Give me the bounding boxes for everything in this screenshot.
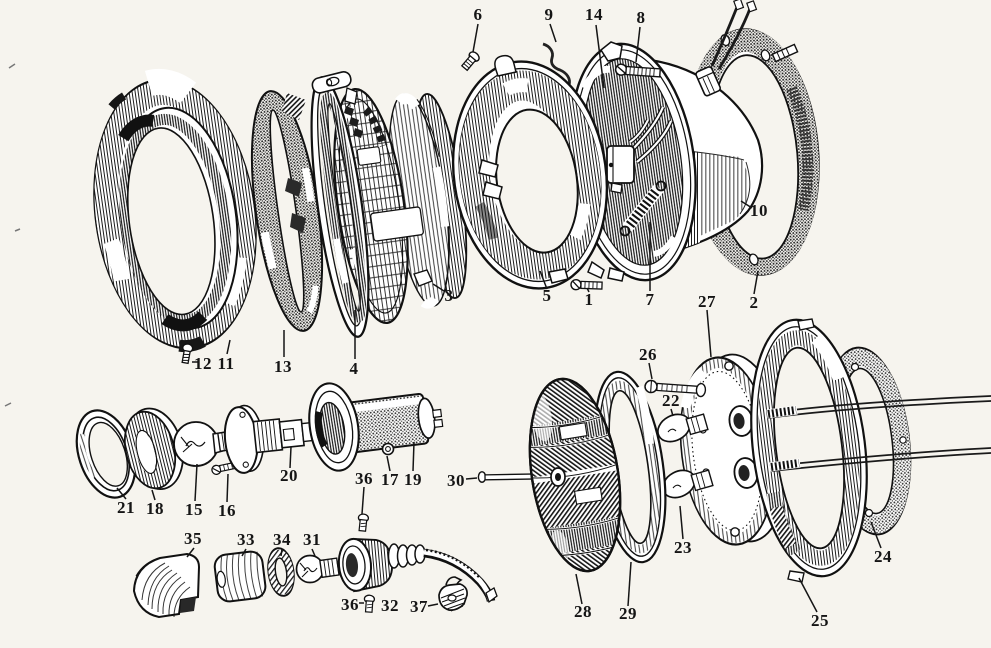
svg-text:33: 33 — [237, 530, 255, 549]
svg-text:31: 31 — [303, 530, 321, 549]
svg-text:37: 37 — [410, 597, 428, 616]
svg-text:13: 13 — [274, 357, 292, 376]
svg-text:21: 21 — [117, 498, 135, 517]
svg-text:29: 29 — [619, 604, 637, 623]
svg-text:36: 36 — [355, 469, 373, 488]
svg-text:15: 15 — [185, 500, 203, 519]
svg-text:27: 27 — [698, 292, 716, 311]
svg-text:19: 19 — [404, 470, 422, 489]
svg-text:16: 16 — [218, 501, 236, 520]
svg-text:8: 8 — [637, 8, 646, 27]
svg-text:14: 14 — [585, 5, 603, 24]
svg-text:34: 34 — [273, 530, 291, 549]
svg-text:10: 10 — [750, 201, 768, 220]
svg-text:20: 20 — [280, 466, 298, 485]
svg-text:5: 5 — [543, 286, 552, 305]
svg-text:11: 11 — [217, 354, 234, 373]
svg-text:24: 24 — [874, 547, 892, 566]
svg-text:9: 9 — [545, 5, 554, 24]
svg-text:17: 17 — [381, 470, 399, 489]
svg-text:1: 1 — [585, 290, 594, 309]
svg-text:25: 25 — [811, 611, 829, 630]
svg-text:30: 30 — [447, 471, 465, 490]
svg-text:32: 32 — [381, 596, 399, 615]
svg-text:2: 2 — [750, 293, 759, 312]
svg-text:23: 23 — [674, 538, 692, 557]
svg-text:18: 18 — [146, 499, 164, 518]
svg-text:26: 26 — [639, 345, 657, 364]
svg-text:36: 36 — [341, 595, 359, 614]
svg-text:22: 22 — [662, 391, 680, 410]
svg-text:28: 28 — [574, 602, 592, 621]
svg-text:3: 3 — [445, 286, 454, 305]
svg-text:12: 12 — [194, 354, 212, 373]
svg-text:35: 35 — [184, 529, 202, 548]
svg-text:6: 6 — [474, 5, 483, 24]
svg-text:7: 7 — [646, 290, 655, 309]
svg-text:4: 4 — [350, 359, 359, 378]
